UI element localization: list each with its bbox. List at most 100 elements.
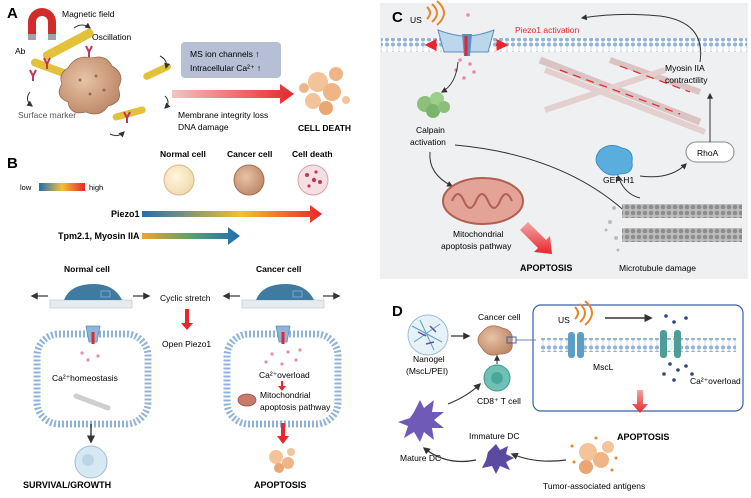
normal-cell-spread xyxy=(64,284,122,300)
antigen-to-dc-arrow xyxy=(510,452,567,462)
magnet-icon xyxy=(28,8,56,40)
piezo1-activation-label: Piezo1 activation xyxy=(515,25,580,35)
ca-overload-label: Ca²⁺overload xyxy=(259,370,310,380)
panel-a: A Magnetic field Oscillation Ab xyxy=(7,5,351,138)
panel-d-inset-border xyxy=(532,304,744,412)
ab-label: Ab xyxy=(15,46,26,56)
mitochondrion-icon-c xyxy=(442,177,524,225)
calpain-to-microtubule-arrow xyxy=(454,144,630,216)
overload-arrow xyxy=(278,381,286,391)
cancer-cell-icon-d xyxy=(477,325,513,356)
myosin-feedback-arrow xyxy=(580,13,702,63)
piezo1-channel-normal xyxy=(85,325,101,344)
mature-dc-icon xyxy=(398,400,444,442)
nanogel-label-1: Nanogel xyxy=(413,354,445,364)
apoptotic-bodies-b xyxy=(269,448,295,473)
microtubule-2 xyxy=(622,228,742,242)
rhoa-label: RhoA xyxy=(697,148,719,158)
substrate-cancer xyxy=(241,299,325,309)
normal-cell-icon xyxy=(163,164,195,196)
immature-dc-icon xyxy=(482,444,514,474)
cell-death-label: CELL DEATH xyxy=(298,123,351,133)
mscl-label: MscL xyxy=(593,362,614,372)
dc-maturation-arrow xyxy=(422,447,477,463)
apoptosis-arrow-d xyxy=(632,390,648,413)
cancer-cell-label-d: Cancer cell xyxy=(478,312,521,322)
microtubule-debris xyxy=(604,206,620,252)
mito-label-c-1: Mitochondrial xyxy=(453,229,504,239)
calcium-ions-d xyxy=(662,314,694,382)
mitochondrion-icon-b xyxy=(237,393,257,407)
cancer-cell-header: Cancer cell xyxy=(227,149,272,159)
ultrasound-icon-c xyxy=(426,0,445,26)
gef-h1-label: GEF-H1 xyxy=(603,175,634,185)
apoptosis-label-b: APOPTOSIS xyxy=(254,480,306,490)
normal-cell-lower-title: Normal cell xyxy=(64,264,110,274)
dead-cell-a xyxy=(299,67,350,115)
antibody-icons xyxy=(29,45,131,123)
mscl-open-channel xyxy=(660,330,681,358)
nanogel-label-2: (MscL/PEI) xyxy=(406,366,448,376)
cell-death-header: Cell death xyxy=(292,149,333,159)
panel-c-label: C xyxy=(392,9,403,26)
dying-cell-dots xyxy=(305,170,322,188)
myosin-label-1: Myosin IIA xyxy=(665,63,705,73)
open-piezo1-arrow xyxy=(181,309,193,330)
microtubule-1 xyxy=(622,204,742,218)
ms-channel-box xyxy=(181,42,281,78)
color-scale-bar xyxy=(39,183,85,191)
microtubule-to-gef-arrow xyxy=(616,174,641,199)
actomyosin-bundles xyxy=(538,56,707,135)
antigen-dots xyxy=(570,436,618,472)
cytoskeleton-normal xyxy=(73,393,111,411)
panel-d: D Nanogel (MscL/PEI) Cancer cell CD8⁺ T … xyxy=(392,300,744,491)
ca-overload-label-d: Ca²⁺overload xyxy=(690,376,741,386)
nanogel-icon xyxy=(407,314,449,356)
oscillation-arrows xyxy=(26,22,171,138)
piezo1-gradient-arrow xyxy=(142,205,322,223)
calpain-to-mito-arrow xyxy=(429,151,454,187)
panel-b: B Normal cell Cancer cell Cell death low… xyxy=(7,149,342,490)
immature-dc-label: Immature DC xyxy=(469,431,520,441)
piezo1-channel-cancer xyxy=(275,325,291,344)
tpm-gradient-arrow xyxy=(142,227,240,245)
scale-high-label: high xyxy=(89,183,103,192)
mito-label-b-2: apoptosis pathway xyxy=(260,402,331,412)
tumor-antigens-icon xyxy=(579,441,614,474)
cell-death-arrow xyxy=(172,84,294,104)
apoptosis-label-d: APOPTOSIS xyxy=(617,432,669,442)
tpm-row-label: Tpm2.1, Myosin IIA xyxy=(58,231,140,241)
apoptosis-arrow-b xyxy=(277,423,289,444)
piezo-to-calpain-arrow xyxy=(440,61,459,93)
mature-dc-label: Mature DC xyxy=(400,453,441,463)
calpain-label-2: activation xyxy=(410,137,446,147)
surface-marker-label: Surface marker xyxy=(18,110,76,120)
microtubule-damage-label: Microtubule damage xyxy=(619,263,696,273)
us-label-d: US xyxy=(558,315,570,325)
substrate-normal xyxy=(49,299,133,309)
oscillation-label: Oscillation xyxy=(92,32,131,42)
calcium-ions-b xyxy=(80,348,302,366)
apoptosis-label-c: APOPTOSIS xyxy=(520,263,572,273)
ca-homeostasis-label: Ca²⁺homeostasis xyxy=(52,373,118,383)
scale-low-label: low xyxy=(20,183,32,192)
dc-to-tcell-arrow xyxy=(447,382,482,405)
panel-a-label: A xyxy=(7,5,18,22)
myosin-label-2: contractility xyxy=(665,75,708,85)
panel-c: C US Piezo1 activation Myosin IIA xyxy=(380,0,748,279)
mscl-closed-channel xyxy=(568,332,584,358)
box-line-1: MS ion channels ↑ xyxy=(190,49,259,59)
us-label-c: US xyxy=(410,15,422,25)
panel-d-label: D xyxy=(392,303,403,320)
cd8-label: CD8⁺ T cell xyxy=(477,396,521,406)
dna-damage-label: DNA damage xyxy=(178,122,229,132)
membrane-loss-label: Membrane integrity loss xyxy=(178,110,268,120)
cancer-cell-icon xyxy=(233,164,265,196)
survival-label: SURVIVAL/GROWTH xyxy=(23,480,111,490)
box-line-2: Intracellular Ca²⁺ ↑ xyxy=(190,63,261,73)
mito-label-c-2: apoptosis pathway xyxy=(441,241,512,251)
piezo1-channel-c xyxy=(437,29,495,56)
normal-cell-header: Normal cell xyxy=(160,149,206,159)
